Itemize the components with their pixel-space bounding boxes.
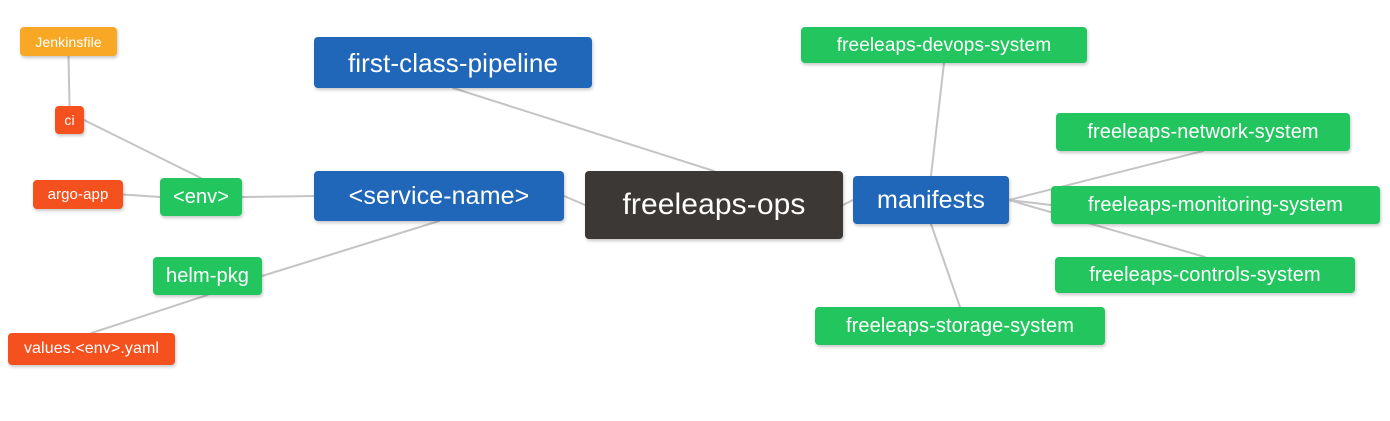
- edge-env-to-argo-app: [122, 193, 161, 198]
- node-first-class-pipeline[interactable]: first-class-pipeline: [314, 37, 592, 88]
- node-ci[interactable]: ci: [55, 106, 84, 134]
- node-values-env-yaml[interactable]: values.<env>.yaml: [8, 333, 175, 365]
- node-freeleaps-network-system[interactable]: freeleaps-network-system: [1056, 113, 1350, 151]
- node-jenkinsfile[interactable]: Jenkinsfile: [20, 27, 117, 56]
- edge-manifests-to-freeleaps-devops-system: [930, 62, 945, 177]
- node-env[interactable]: <env>: [160, 178, 242, 216]
- edge-freeleaps-ops-to-manifests: [842, 199, 854, 206]
- edge-manifests-to-freeleaps-storage-system: [930, 223, 961, 308]
- node-freeleaps-monitoring-system[interactable]: freeleaps-monitoring-system: [1051, 186, 1380, 224]
- edge-helm-pkg-to-values-env-yaml: [90, 294, 209, 334]
- edge-ci-to-jenkinsfile: [67, 55, 71, 107]
- edge-freeleaps-ops-to-service-name: [563, 195, 586, 206]
- edge-service-name-to-env: [241, 195, 315, 198]
- node-freeleaps-devops-system[interactable]: freeleaps-devops-system: [801, 27, 1087, 63]
- node-freeleaps-controls-system[interactable]: freeleaps-controls-system: [1055, 257, 1355, 293]
- node-freeleaps-ops[interactable]: freeleaps-ops: [585, 171, 843, 239]
- node-argo-app[interactable]: argo-app: [33, 180, 123, 209]
- edge-service-name-to-helm-pkg: [261, 220, 440, 277]
- node-freeleaps-storage-system[interactable]: freeleaps-storage-system: [815, 307, 1105, 345]
- edge-freeleaps-ops-to-first-class-pipeline: [452, 87, 715, 172]
- node-helm-pkg[interactable]: helm-pkg: [153, 257, 262, 295]
- node-service-name[interactable]: <service-name>: [314, 171, 564, 221]
- edge-manifests-to-freeleaps-monitoring-system: [1008, 199, 1052, 206]
- node-manifests[interactable]: manifests: [853, 176, 1009, 224]
- edge-env-to-ci: [83, 119, 202, 179]
